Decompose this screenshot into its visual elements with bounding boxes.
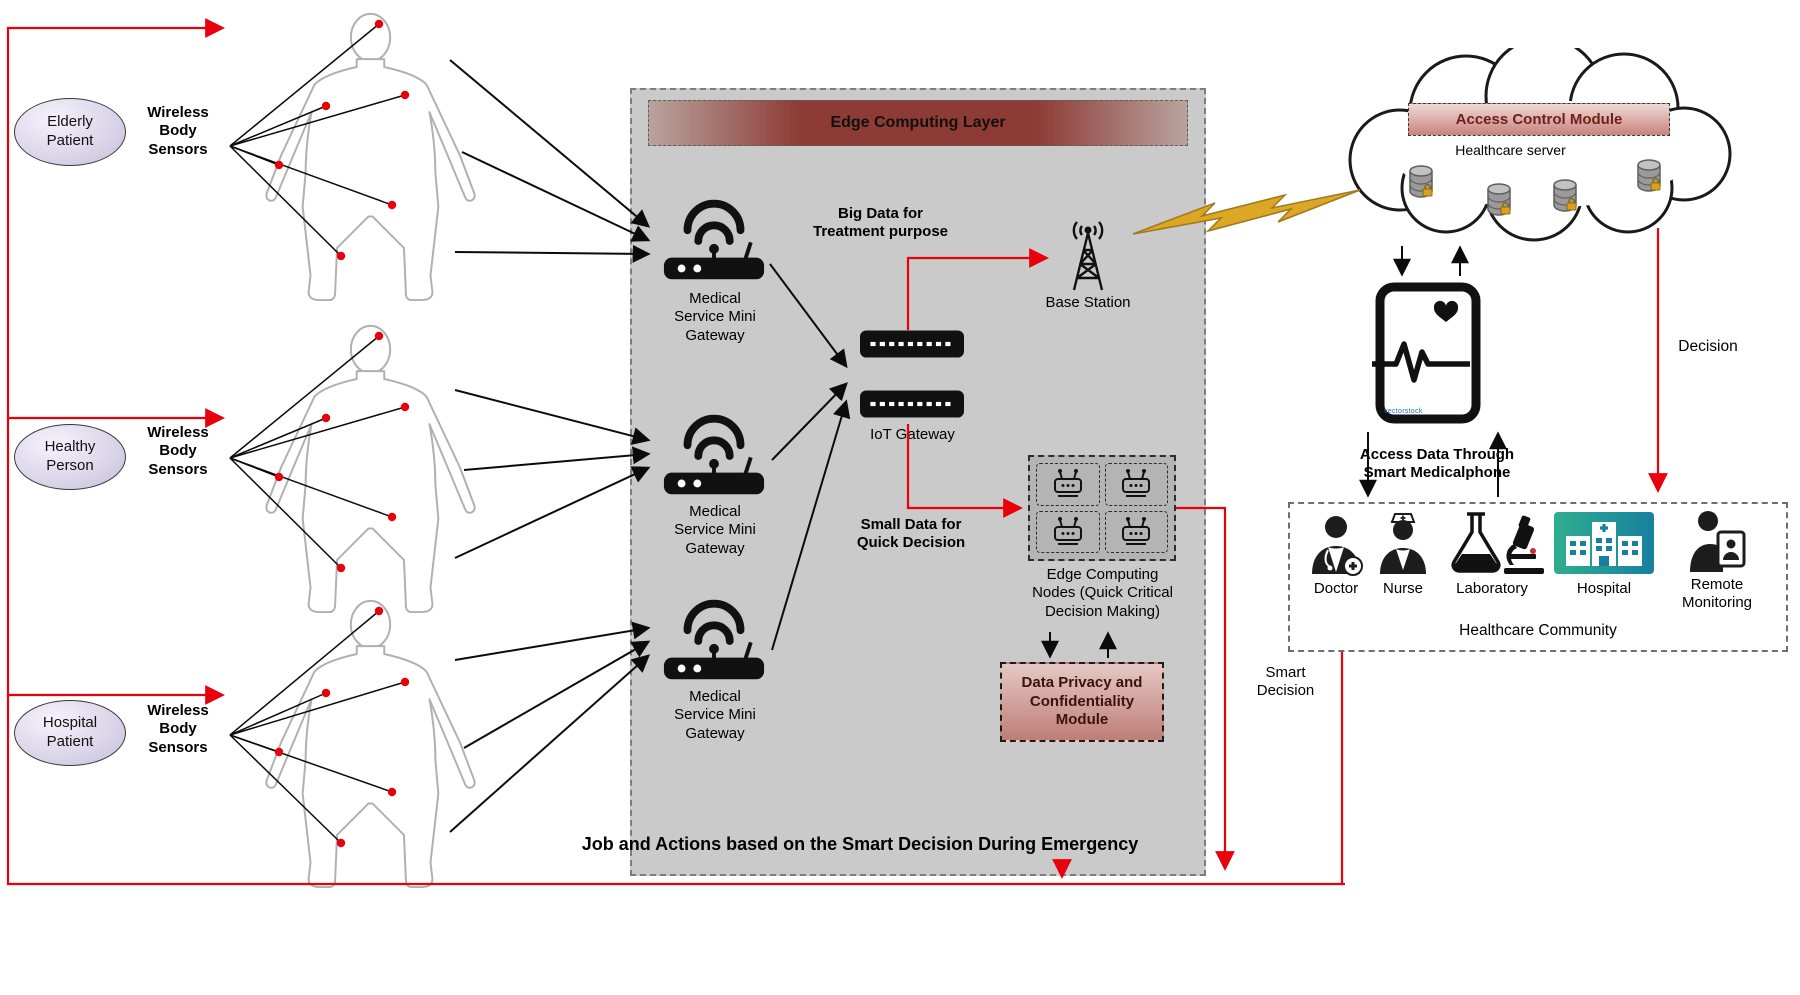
edge-node-cell bbox=[1104, 510, 1168, 553]
access-control-module: Access Control Module bbox=[1408, 103, 1670, 136]
wireless-sensors-label-2: Wireless Body Sensors bbox=[147, 424, 209, 478]
gateway-label-2: Medical Service Mini Gateway bbox=[674, 503, 756, 557]
healthcare-community-title: Healthcare Community bbox=[1459, 622, 1617, 639]
smartphone-ecg-icon bbox=[1372, 282, 1481, 424]
ecg-line bbox=[1372, 341, 1470, 383]
elderly-patient-label: Elderly Patient bbox=[46, 113, 94, 149]
elderly-patient-node: Elderly Patient bbox=[14, 98, 126, 166]
edge-layer-header: Edge Computing Layer bbox=[648, 100, 1188, 146]
wifi-router-icon-3 bbox=[660, 598, 768, 682]
data-privacy-module-label: Data Privacy and Confidentiality Module bbox=[1021, 673, 1143, 729]
smart-decision-label: Smart Decision bbox=[1256, 664, 1315, 700]
human-body-figure-2 bbox=[265, 324, 476, 614]
healthy-person-label: Healthy Person bbox=[44, 438, 96, 474]
gateway-label-1: Medical Service Mini Gateway bbox=[674, 290, 756, 344]
edge-node-computer-icon bbox=[1053, 468, 1082, 498]
wifi-router-icon-1 bbox=[660, 198, 768, 282]
iot-gateway-icon-bottom bbox=[860, 390, 964, 418]
decision-label: Decision bbox=[1678, 338, 1738, 355]
phone-watermark: vectorstock bbox=[1384, 408, 1423, 415]
access-data-label: Access Data Through Smart Medicalphone bbox=[1359, 446, 1515, 482]
database-server-icon-3 bbox=[1553, 179, 1577, 212]
gateway-label-3: Medical Service Mini Gateway bbox=[674, 688, 756, 742]
hospital-icon bbox=[1554, 512, 1654, 574]
iot-gateway-icon-top bbox=[860, 330, 964, 358]
wireless-sensors-label-1: Wireless Body Sensors bbox=[147, 104, 209, 158]
edge-computing-nodes-box bbox=[1028, 455, 1176, 561]
edge-node-computer-icon bbox=[1122, 468, 1151, 498]
hospital-patient-label: Hospital Patient bbox=[42, 714, 98, 750]
edge-node-cell bbox=[1036, 463, 1100, 506]
wifi-router-icon-2 bbox=[660, 413, 768, 497]
healthy-person-node: Healthy Person bbox=[14, 424, 126, 490]
data-privacy-module: Data Privacy and Confidentiality Module bbox=[1000, 662, 1164, 742]
bottom-caption: Job and Actions based on the Smart Decis… bbox=[581, 834, 1139, 854]
doctor-label: Doctor bbox=[1313, 580, 1359, 597]
remote-monitoring-label: Remote Monitoring bbox=[1681, 576, 1753, 612]
edge-node-computer-icon bbox=[1053, 515, 1082, 545]
nurse-label: Nurse bbox=[1382, 580, 1423, 597]
doctor-icon bbox=[1312, 516, 1363, 576]
heart-icon bbox=[1433, 300, 1459, 322]
laboratory-label: Laboratory bbox=[1456, 580, 1528, 597]
small-data-label: Small Data for Quick Decision bbox=[856, 516, 966, 552]
wireless-sensors-label-3: Wireless Body Sensors bbox=[147, 702, 209, 756]
laboratory-icon bbox=[1451, 512, 1544, 574]
edge-node-cell bbox=[1036, 510, 1100, 553]
database-server-icon-2 bbox=[1487, 183, 1511, 216]
big-data-label: Big Data for Treatment purpose bbox=[812, 205, 949, 241]
edge-nodes-label: Edge Computing Nodes (Quick Critical Dec… bbox=[1032, 566, 1173, 620]
edge-node-computer-icon bbox=[1122, 515, 1151, 545]
database-server-icon-1 bbox=[1409, 165, 1433, 198]
access-control-module-label: Access Control Module bbox=[1455, 111, 1623, 128]
database-server-icon-4 bbox=[1637, 159, 1661, 192]
edge-node-cell bbox=[1104, 463, 1168, 506]
base-station-antenna-icon bbox=[1072, 221, 1104, 291]
healthcare-server-label: Healthcare server bbox=[1455, 142, 1566, 158]
iot-gateway-label: IoT Gateway bbox=[870, 426, 955, 443]
human-body-figure-1 bbox=[265, 12, 476, 302]
base-station-label: Base Station bbox=[1045, 294, 1131, 311]
nurse-icon bbox=[1380, 513, 1426, 574]
hospital-label: Hospital bbox=[1576, 580, 1632, 597]
hospital-patient-node: Hospital Patient bbox=[14, 700, 126, 766]
edge-layer-title: Edge Computing Layer bbox=[830, 114, 1006, 131]
remote-monitoring-icon bbox=[1690, 511, 1746, 572]
